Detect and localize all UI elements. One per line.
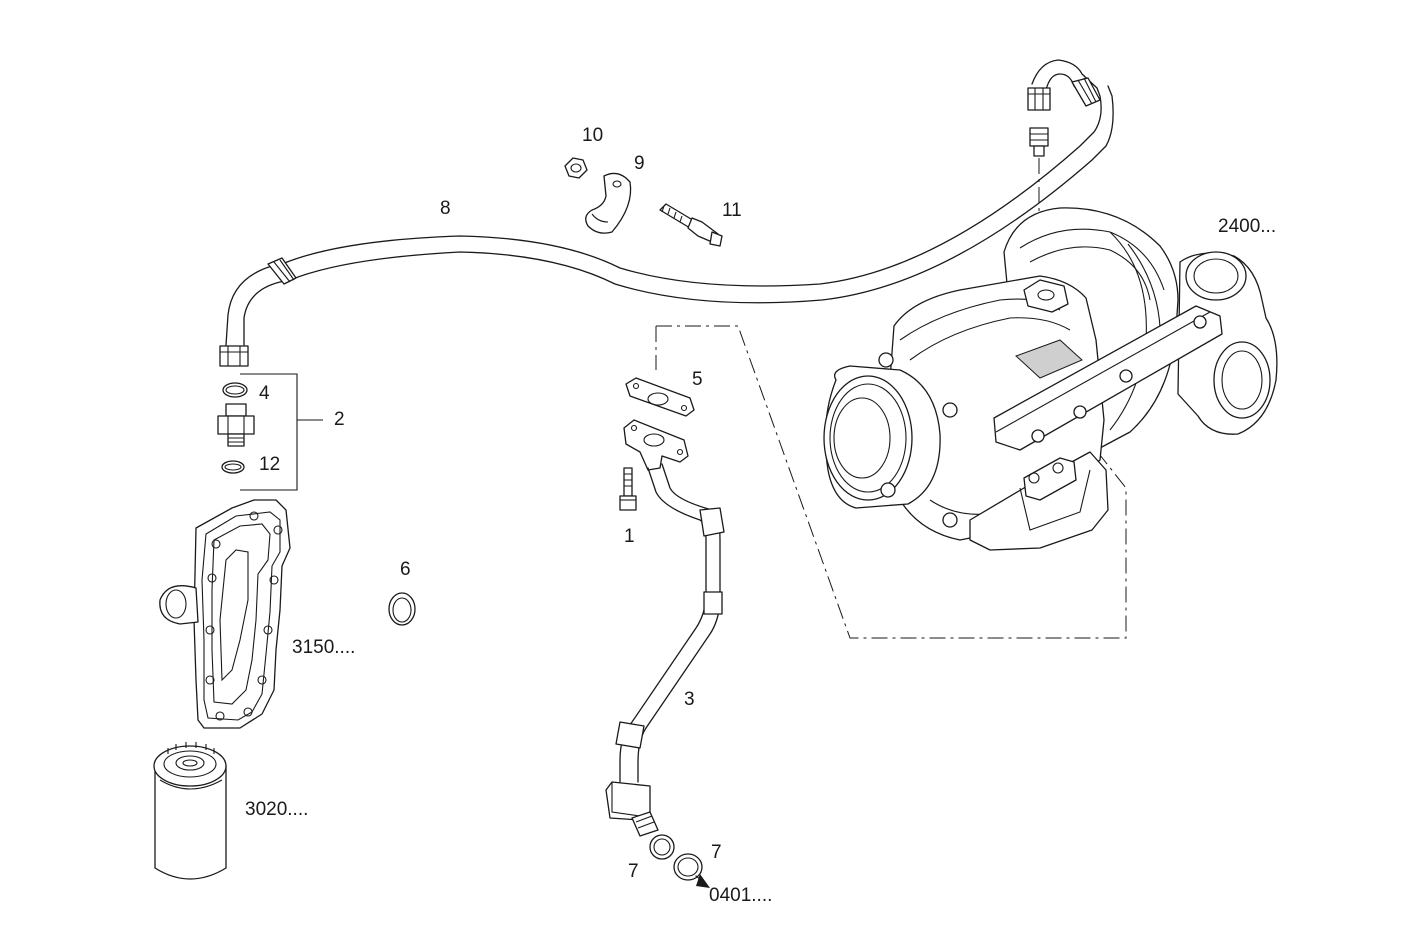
callout-0401[interactable]: 0401.... [709,885,773,906]
callout-8[interactable]: 8 [440,198,451,219]
callout-3[interactable]: 3 [684,689,695,710]
stud-11[interactable] [659,203,723,247]
callout-2400[interactable]: 2400... [1218,216,1277,237]
callout-5[interactable]: 5 [692,369,703,390]
bolt-1[interactable] [619,467,637,511]
callout-2[interactable]: 2 [334,409,345,430]
callout-10[interactable]: 10 [582,125,604,146]
nut-10[interactable] [564,157,588,179]
union-fitting[interactable] [217,403,255,447]
callout-11[interactable]: 11 [722,200,742,221]
callout-3020[interactable]: 3020.... [245,799,309,820]
arrow-to-0401 [695,874,710,888]
callout-9[interactable]: 9 [634,153,645,174]
callout-1[interactable]: 1 [624,526,635,547]
filter-housing-3150[interactable] [159,499,291,729]
callout-7-left[interactable]: 7 [628,861,639,882]
callout-6[interactable]: 6 [400,559,411,580]
callout-7-right[interactable]: 7 [711,842,722,863]
callout-4[interactable]: 4 [259,383,270,404]
o-ring-4[interactable] [222,382,248,398]
callout-3150[interactable]: 3150.... [292,637,356,658]
o-ring-12[interactable] [221,460,245,474]
oil-pipe-8[interactable] [219,59,1114,367]
oil-filter-3020[interactable] [153,742,227,880]
turbocharger-2400[interactable] [823,207,1278,551]
clamp-9[interactable] [585,172,632,234]
washer-7-left[interactable] [649,834,675,860]
callout-12[interactable]: 12 [259,454,281,475]
seal-ring-6[interactable] [388,592,416,626]
reference-outline [655,325,1127,639]
washer-7-right[interactable] [673,853,703,881]
gasket-5[interactable] [625,377,695,417]
return-pipe-3[interactable] [605,419,725,837]
union-group-bracket [240,373,323,491]
